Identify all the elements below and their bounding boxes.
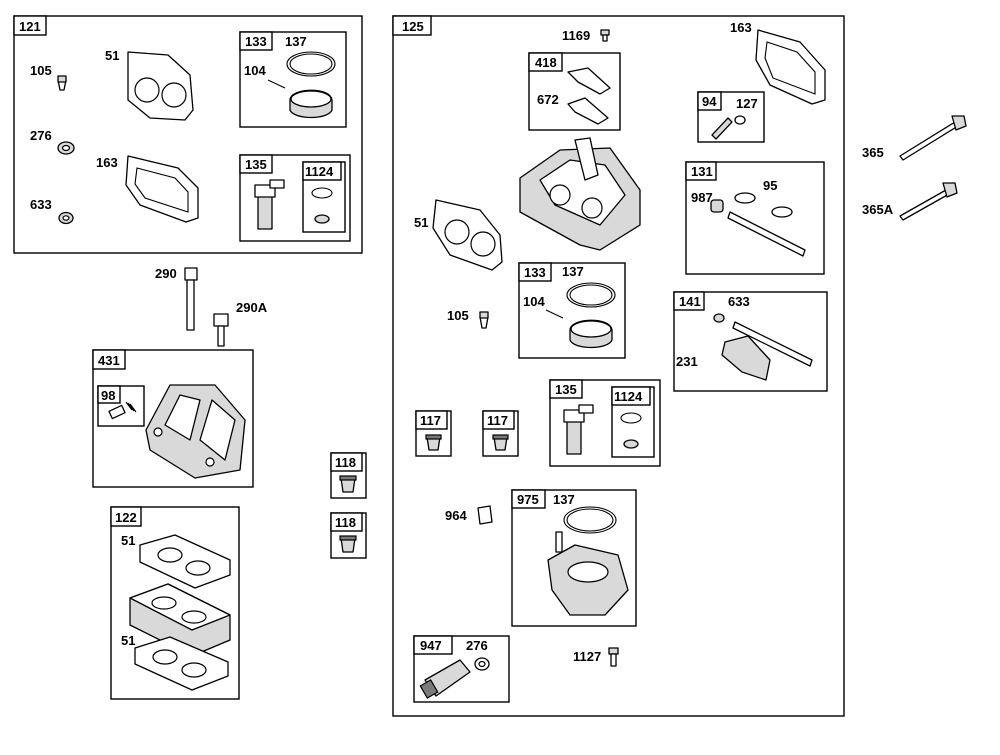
box-label-117: 117 — [487, 413, 508, 428]
part-label-104: 104 — [523, 294, 545, 309]
seal-kit-1124-left[interactable]: 1124 — [302, 161, 346, 233]
box-label-98: 98 — [101, 388, 115, 403]
screw-1127[interactable]: 1127 — [573, 647, 619, 667]
o-ring-137-left[interactable]: 137 — [285, 34, 336, 77]
part-label-95: 95 — [763, 178, 777, 193]
jet-105-left[interactable]: 105 — [30, 63, 67, 91]
box-label-117: 117 — [420, 413, 441, 428]
washer-633-left[interactable]: 633 — [30, 197, 74, 225]
box-label-121: 121 — [19, 19, 41, 34]
assembly-431[interactable]: 431 — [92, 349, 254, 488]
part-label-964: 964 — [445, 508, 467, 523]
box-label-975: 975 — [517, 492, 539, 507]
washer-276-left[interactable]: 276 — [30, 128, 75, 155]
float-104-left[interactable]: 104 — [244, 63, 333, 119]
box-label-418: 418 — [535, 55, 557, 70]
kit-418[interactable]: 418 672 — [528, 52, 621, 131]
gasket-51-upper[interactable]: 51 — [121, 533, 231, 589]
kit-131[interactable]: 131 987 95 — [685, 161, 825, 275]
pin-964[interactable]: 964 — [445, 505, 493, 525]
solenoid-kit-135-left[interactable]: 135 — [239, 154, 351, 242]
jet-105-center[interactable]: 105 — [447, 308, 489, 329]
part-label-137: 137 — [285, 34, 307, 49]
part-label-276: 276 — [30, 128, 52, 143]
part-label-105: 105 — [30, 63, 52, 78]
assembly-122[interactable]: 122 — [110, 506, 240, 700]
gasket-51-lower[interactable]: 51 — [121, 633, 229, 691]
part-label-51: 51 — [414, 215, 428, 230]
part-label-51: 51 — [121, 533, 135, 548]
carburetor-body[interactable] — [519, 137, 641, 251]
part-label-290: 290 — [155, 266, 177, 281]
box-label-135: 135 — [245, 157, 267, 172]
bolt-365A[interactable]: 365A — [862, 182, 958, 221]
box-label-131: 131 — [691, 164, 713, 179]
box-label-1124: 1124 — [305, 164, 334, 179]
part-label-105: 105 — [447, 308, 469, 323]
plug-117-a[interactable]: 117 — [415, 410, 452, 457]
box-label-141: 141 — [679, 294, 701, 309]
box-label-431: 431 — [98, 353, 120, 368]
part-label-127: 127 — [736, 96, 758, 111]
part-label-231: 231 — [676, 354, 698, 369]
part-label-633: 633 — [728, 294, 750, 309]
plug-118-b[interactable]: 118 — [330, 512, 367, 559]
spacer-block[interactable] — [129, 583, 231, 657]
part-label-163: 163 — [730, 20, 752, 35]
bolt-290[interactable]: 290 — [155, 266, 198, 331]
kit-94[interactable]: 94 127 — [697, 91, 765, 143]
part-label-633: 633 — [30, 197, 52, 212]
part-label-1127: 1127 — [573, 649, 601, 664]
bolt-365[interactable]: 365 — [862, 115, 967, 161]
kit-133-center[interactable]: 133 137 104 — [518, 262, 626, 359]
gasket-51-center[interactable]: 51 — [414, 199, 503, 271]
part-label-163: 163 — [96, 155, 118, 170]
plug-117-b[interactable]: 117 — [482, 410, 519, 457]
part-label-672: 672 — [537, 92, 559, 107]
part-label-365A: 365A — [862, 202, 894, 217]
part-label-51: 51 — [121, 633, 135, 648]
plug-118-a[interactable]: 118 — [330, 452, 367, 499]
part-label-290A: 290A — [236, 300, 268, 315]
kit-133-left[interactable]: 133 — [239, 31, 347, 128]
part-label-51: 51 — [105, 48, 119, 63]
box-label-94: 94 — [702, 94, 717, 109]
box-label-122: 122 — [115, 510, 137, 525]
solenoid-kit-135-center[interactable]: 135 — [549, 379, 661, 467]
part-label-104: 104 — [244, 63, 266, 78]
kit-141[interactable]: 141 633 231 — [673, 291, 828, 392]
gasket-51-top-left[interactable]: 51 — [105, 48, 194, 121]
assembly-125[interactable]: 125 — [392, 15, 845, 717]
gasket-163-right[interactable]: 163 — [730, 20, 826, 105]
box-label-133: 133 — [245, 34, 267, 49]
part-label-137: 137 — [553, 492, 575, 507]
box-label-947: 947 — [420, 638, 442, 653]
kit-975[interactable]: 975 137 — [511, 489, 637, 627]
seal-kit-1124-center[interactable]: 1124 — [611, 386, 655, 458]
bolt-290A[interactable]: 290A — [213, 300, 268, 347]
kit-947[interactable]: 947 276 — [413, 635, 510, 703]
box-label-133: 133 — [524, 265, 546, 280]
box-label-118: 118 — [335, 455, 356, 470]
gasket-163-left[interactable]: 163 — [96, 155, 199, 223]
screw-1169[interactable]: 1169 — [562, 28, 610, 43]
box-label-135: 135 — [555, 382, 577, 397]
box-label-118: 118 — [335, 515, 356, 530]
part-label-137: 137 — [562, 264, 584, 279]
assembly-121[interactable]: 121 — [13, 15, 363, 254]
box-label-1124: 1124 — [614, 389, 643, 404]
part-label-276: 276 — [466, 638, 488, 653]
part-label-365: 365 — [862, 145, 884, 160]
part-label-987: 987 — [691, 190, 713, 205]
box-label-125: 125 — [402, 19, 424, 34]
kit-98[interactable]: 98 — [97, 385, 145, 427]
part-label-1169: 1169 — [562, 28, 590, 43]
